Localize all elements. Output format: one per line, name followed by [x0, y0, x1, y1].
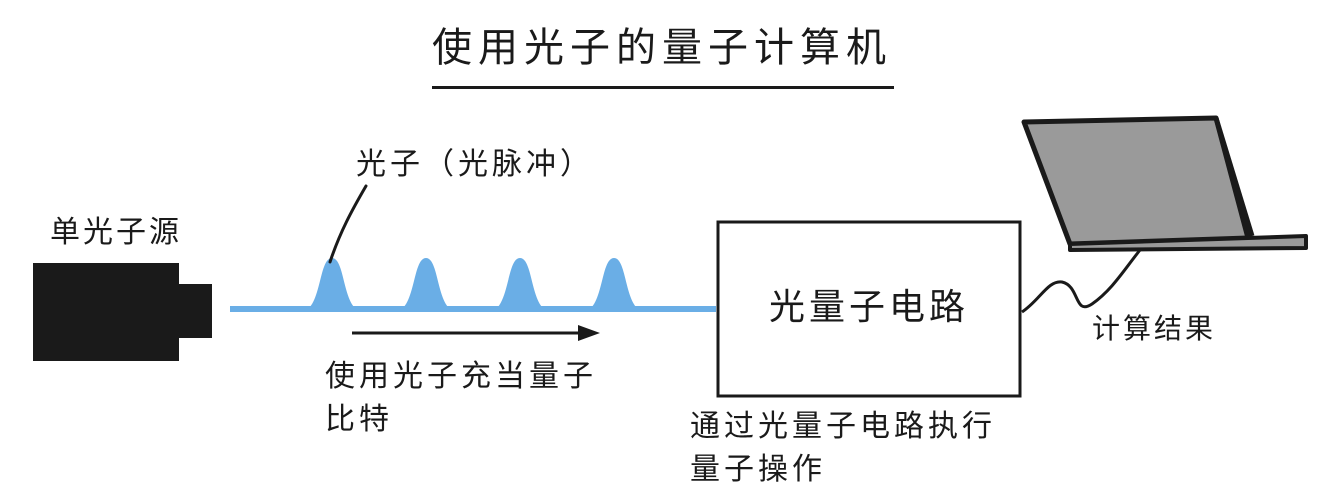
qubit-caption-line2: 比特 — [325, 405, 393, 435]
single-photon-source-label: 单光子源 — [50, 218, 182, 248]
laptop-icon — [1024, 118, 1306, 250]
photon-callout-line — [330, 186, 366, 262]
photon-pulse-label: 光子（光脉冲） — [356, 150, 594, 180]
photonic-circuit-label: 光量子电路 — [718, 290, 1020, 326]
right-arrow-icon — [352, 325, 600, 341]
result-label: 计算结果 — [1092, 315, 1216, 343]
operation-caption-line1: 通过光量子电路执行 — [690, 412, 996, 442]
photon-beam — [230, 258, 716, 312]
cable — [1022, 250, 1140, 312]
operation-caption-line2: 量子操作 — [690, 455, 826, 485]
single-photon-source-icon — [33, 263, 212, 361]
qubit-caption-line1: 使用光子充当量子 — [325, 362, 597, 392]
